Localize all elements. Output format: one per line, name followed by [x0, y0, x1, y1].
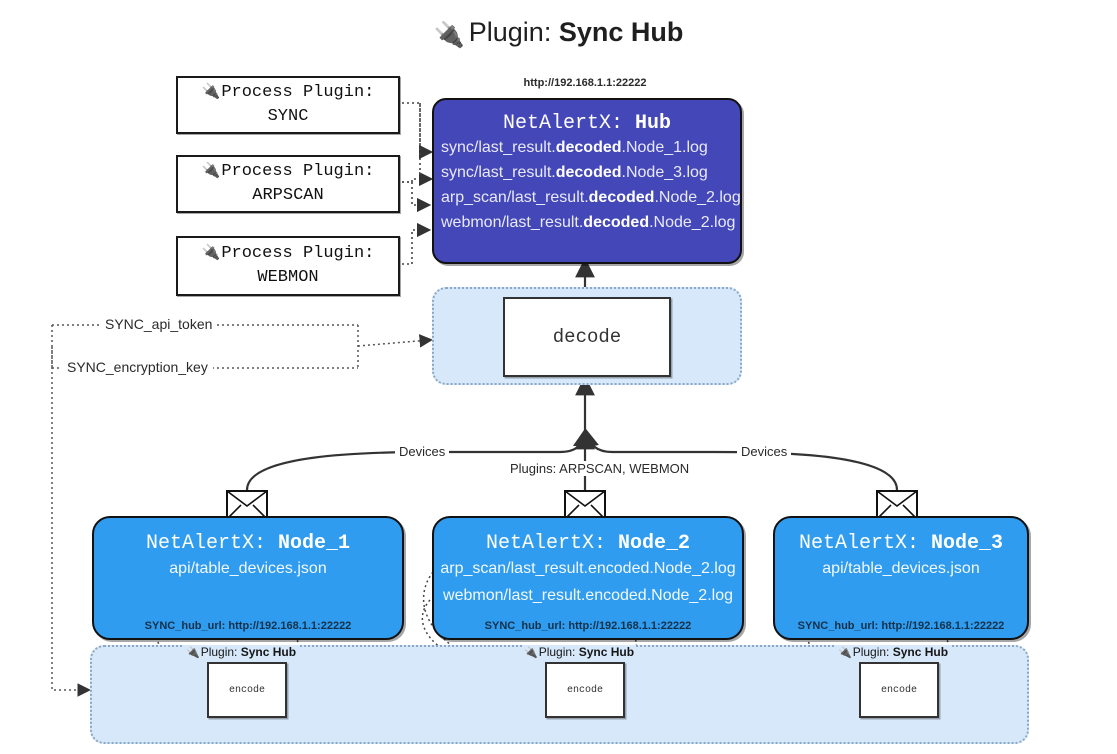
plug-icon: 🔌	[201, 245, 221, 262]
encode-box-3[interactable]: encode	[859, 662, 939, 718]
process-plugin-line1: 🔌Process Plugin:	[201, 244, 375, 263]
node-box-node-3[interactable]: NetAlertX: Node_3 api/table_devices.json…	[773, 516, 1029, 640]
edge-label-devices-right: Devices	[737, 444, 792, 459]
process-plugin-line2: SYNC	[267, 107, 309, 126]
decode-box[interactable]: decode	[503, 297, 671, 377]
page-title-prefix: Plugin:	[468, 17, 552, 47]
node-title: NetAlertX: Node_1	[145, 532, 351, 555]
hub-url-label: http://192.168.1.1:22222	[523, 77, 647, 89]
encode-plugin-tag-1: 🔌Plugin: Sync Hub	[184, 645, 299, 659]
plug-icon: 🔌	[433, 21, 465, 49]
page-title: 🔌Plugin: Sync Hub	[0, 17, 1117, 49]
hub-log-line: sync/last_result.decoded.Node_3.log	[441, 164, 708, 181]
node-log-line: api/table_devices.json	[822, 560, 980, 577]
node-footer: SYNC_hub_url: http://192.168.1.1:22222	[797, 620, 1005, 632]
process-plugin-box-arpscan[interactable]: 🔌Process Plugin: ARPSCAN	[176, 155, 400, 213]
node-title: NetAlertX: Node_2	[485, 532, 691, 555]
envelope-icon	[876, 490, 918, 520]
plug-icon: 🔌	[186, 647, 200, 659]
encode-plugin-tag-2: 🔌Plugin: Sync Hub	[522, 645, 637, 659]
node-box-node-1[interactable]: NetAlertX: Node_1 api/table_devices.json…	[92, 516, 404, 640]
edge-label-devices-left: Devices	[395, 444, 450, 459]
process-plugin-line1: 🔌Process Plugin:	[201, 83, 375, 102]
edge-label-plugins: Plugins: ARPSCAN, WEBMON	[506, 461, 694, 476]
process-plugin-line2: WEBMON	[257, 268, 319, 287]
hub-box[interactable]: NetAlertX: Hub sync/last_result.decoded.…	[432, 98, 742, 264]
envelope-icon	[226, 490, 268, 520]
encode-box-2[interactable]: encode	[545, 662, 625, 718]
page-title-name: Sync Hub	[558, 17, 684, 47]
process-plugin-line2: ARPSCAN	[252, 186, 324, 205]
hub-title: NetAlertX: Hub	[502, 112, 672, 135]
sync-encryption-key-label: SYNC_encryption_key	[62, 359, 213, 375]
encode-box-1[interactable]: encode	[207, 662, 287, 718]
plug-icon: 🔌	[838, 647, 852, 659]
hub-log-line: webmon/last_result.decoded.Node_2.log	[441, 214, 736, 231]
plug-icon: 🔌	[201, 84, 221, 101]
process-plugin-line1: 🔌Process Plugin:	[201, 162, 375, 181]
node-log-line: arp_scan/last_result.encoded.Node_2.log	[440, 560, 736, 577]
sync-api-token-label: SYNC_api_token	[100, 316, 218, 332]
hub-log-line: sync/last_result.decoded.Node_1.log	[441, 139, 708, 156]
node-log-line: api/table_devices.json	[169, 560, 327, 577]
envelope-icon	[564, 490, 606, 520]
process-plugin-box-sync[interactable]: 🔌Process Plugin: SYNC	[176, 76, 400, 134]
node-title: NetAlertX: Node_3	[798, 532, 1004, 555]
hub-log-line: arp_scan/last_result.decoded.Node_2.log	[441, 189, 741, 206]
node-box-node-2[interactable]: NetAlertX: Node_2 arp_scan/last_result.e…	[432, 516, 744, 640]
process-plugin-box-webmon[interactable]: 🔌Process Plugin: WEBMON	[176, 236, 400, 296]
encode-plugin-tag-3: 🔌Plugin: Sync Hub	[836, 645, 951, 659]
node-footer: SYNC_hub_url: http://192.168.1.1:22222	[144, 620, 352, 632]
plug-icon: 🔌	[524, 647, 538, 659]
node-footer: SYNC_hub_url: http://192.168.1.1:22222	[484, 620, 692, 632]
node-log-line: webmon/last_result.encoded.Node_2.log	[443, 587, 733, 604]
plug-icon: 🔌	[201, 163, 221, 180]
